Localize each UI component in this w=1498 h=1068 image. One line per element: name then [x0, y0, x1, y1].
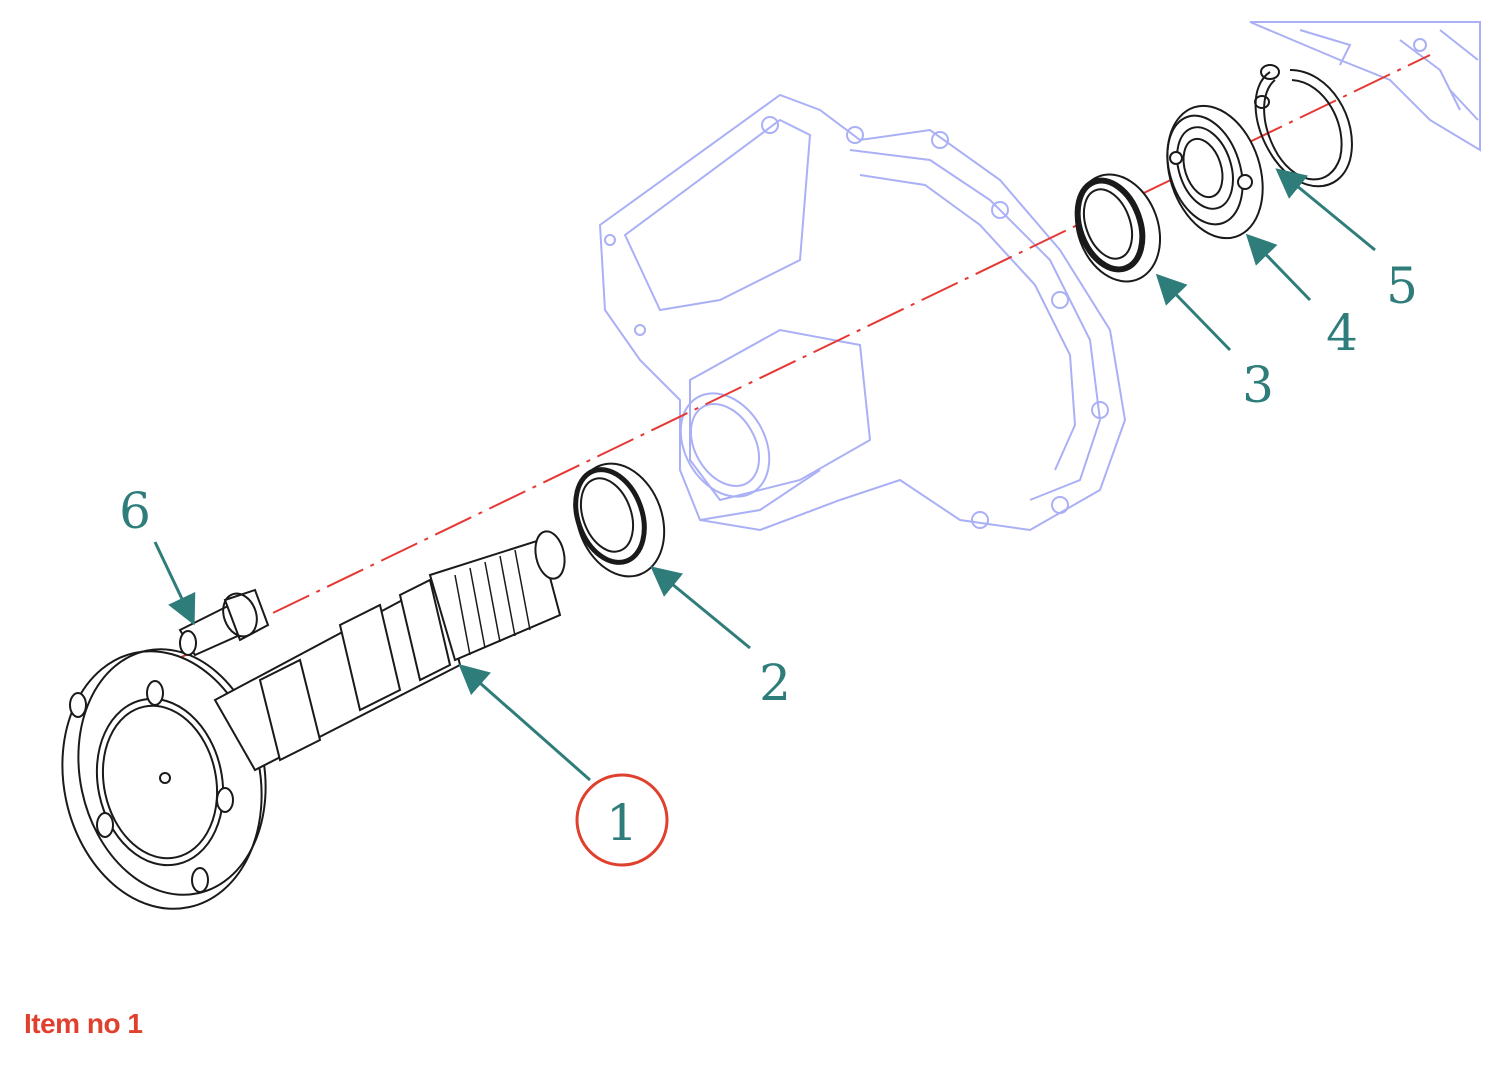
callout-1[interactable]: 1: [606, 794, 638, 852]
callout-leaders: [153, 168, 1376, 782]
bearing-seal-part: [1074, 173, 1162, 283]
callout-3[interactable]: 3: [1242, 356, 1274, 414]
gearbox-housing: [598, 93, 1127, 532]
callout-5-leader: [1275, 168, 1376, 252]
callout-6-leader: [153, 541, 196, 626]
callout-2[interactable]: 2: [759, 654, 791, 712]
housing-fragment-right: [1249, 21, 1481, 152]
callout-3-leader: [1155, 273, 1232, 352]
bolt-part: [178, 588, 270, 657]
callout-1-leader: [458, 664, 591, 782]
circlip-part: [1254, 64, 1353, 188]
callout-4-leader: [1245, 233, 1312, 302]
bearing-part: [1166, 104, 1264, 240]
callout-6[interactable]: 6: [119, 482, 151, 540]
selected-item-caption: Item no 1: [24, 1008, 143, 1039]
callout-4[interactable]: 4: [1326, 304, 1358, 362]
callout-5[interactable]: 5: [1386, 257, 1418, 315]
flange-shaft-part: [61, 530, 566, 910]
seal-part: [573, 462, 666, 578]
callout-2-leader: [650, 566, 751, 650]
selected-callout-ring: [575, 773, 669, 867]
